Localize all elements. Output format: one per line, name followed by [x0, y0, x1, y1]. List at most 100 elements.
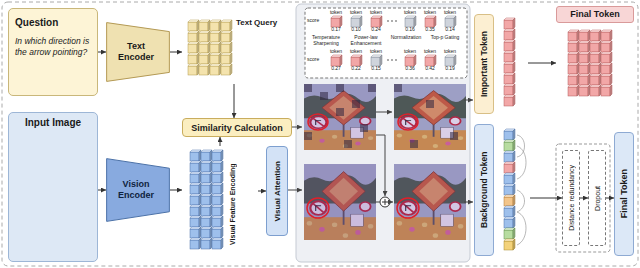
final-tokens: [568, 30, 612, 41]
similarity-map: [304, 84, 376, 150]
final-token-group: Final Token: [556, 6, 634, 112]
important-cube: [504, 84, 515, 95]
score-box: [305, 8, 467, 78]
visual-tokens: [190, 216, 223, 227]
visual-tokens: [190, 205, 223, 216]
important-cube: [504, 18, 515, 29]
connector-arrow: [170, 52, 182, 53]
tint: [394, 164, 466, 240]
vision-encoder: Vision Encoder: [106, 158, 170, 222]
fused-map: [394, 164, 466, 240]
visual-tokens: [190, 238, 223, 249]
pruning-step: Distance redundancy: [562, 150, 580, 246]
ellipsis-dot: [391, 59, 393, 61]
patch: [360, 124, 368, 132]
score-cube: [371, 55, 382, 66]
text-tokens: [188, 42, 232, 53]
group-label: Final Token: [556, 6, 634, 23]
connector-arrow: [98, 52, 106, 53]
score-value: 0.42: [421, 66, 439, 72]
score-cube: [331, 55, 342, 66]
patch: [450, 132, 458, 140]
connector-arrow: [580, 198, 588, 199]
score-value: 0.10: [347, 27, 365, 33]
process-name: Similarity Calculation: [191, 123, 283, 133]
selected-map: [394, 84, 466, 150]
flow-arrow: [376, 135, 385, 196]
score-cube: [351, 55, 362, 66]
distance-arc: [517, 212, 526, 245]
group-label: Background Token: [474, 124, 494, 256]
text-query-grid: Text Query: [182, 14, 286, 84]
important-cube: [504, 62, 515, 73]
flow-arrow: [292, 127, 302, 128]
background-cube: [504, 173, 515, 184]
important-cube: [504, 95, 515, 106]
token-tag: token: [347, 49, 365, 55]
encoder-name: Text Encoder: [112, 41, 160, 63]
background-cube: [504, 129, 515, 140]
background-cube: [504, 140, 515, 151]
ellipsis-dot: [395, 59, 397, 61]
patch: [336, 84, 344, 92]
background-cube: [504, 184, 515, 195]
ellipsis-dot: [391, 20, 393, 22]
score-cube: [351, 16, 362, 27]
tint: [304, 164, 376, 240]
score-value: 0.35: [421, 27, 439, 33]
ellipsis-dot: [387, 59, 389, 61]
step-name: Distance redundancy: [568, 165, 575, 231]
operation-name: Top-p Gating: [426, 35, 464, 41]
visual-tokens: [190, 227, 223, 238]
row-label: score: [307, 18, 329, 24]
patch: [320, 92, 328, 100]
token-tag: token: [401, 49, 419, 55]
process-name: Visual Attention: [273, 161, 282, 221]
score-cube: [405, 16, 416, 27]
distance-arc: [517, 190, 525, 212]
connector-arrow: [234, 84, 235, 118]
visual-tokens: [190, 150, 223, 161]
important-cube: [504, 29, 515, 40]
encoder-name: Vision Encoder: [112, 179, 160, 201]
trapezoid: [107, 159, 170, 222]
tint: [394, 84, 466, 150]
group-label: Important Token: [474, 14, 494, 114]
final-token-box: Final Token: [614, 132, 634, 256]
patch: [352, 100, 360, 108]
important-token-group: Important Token: [474, 14, 528, 114]
score-cube: [425, 16, 436, 27]
text-tokens: [188, 64, 232, 75]
patch: [304, 84, 312, 92]
visual-tokens: [190, 183, 223, 194]
box-title: Question: [15, 17, 58, 28]
patch: [426, 100, 434, 108]
visual-feature-grid: Visual Feature Encoding: [182, 146, 258, 262]
score-cube: [371, 16, 382, 27]
text-tokens: [188, 20, 232, 31]
text-encoder: Text Encoder: [106, 22, 170, 82]
question-text: In which direction is the arrow pointing…: [15, 36, 91, 57]
visual-tokens: [190, 194, 223, 205]
patch: [394, 84, 402, 92]
grid-label: Visual Feature Encoding: [226, 146, 240, 262]
visual-tokens: [190, 161, 223, 172]
patch: [336, 108, 344, 116]
operation-name: Temperature Sharpening: [307, 35, 345, 46]
final-tokens: [568, 41, 612, 52]
token-tag: token: [441, 49, 459, 55]
token-tag: token: [421, 10, 439, 16]
text-tokens: [188, 31, 232, 42]
patch: [410, 140, 418, 148]
score-value: 0.36: [401, 66, 419, 72]
tint: [304, 84, 376, 150]
background-cube: [504, 206, 515, 217]
patch: [344, 140, 352, 148]
important-cube: [504, 40, 515, 51]
background-cube: [504, 217, 515, 228]
group-label: Final Token: [619, 169, 629, 218]
outer-frame: [2, 2, 638, 266]
score-value: 0.27: [327, 66, 345, 72]
background-cube: [504, 239, 515, 250]
image-panel: Input Image: [8, 112, 98, 262]
